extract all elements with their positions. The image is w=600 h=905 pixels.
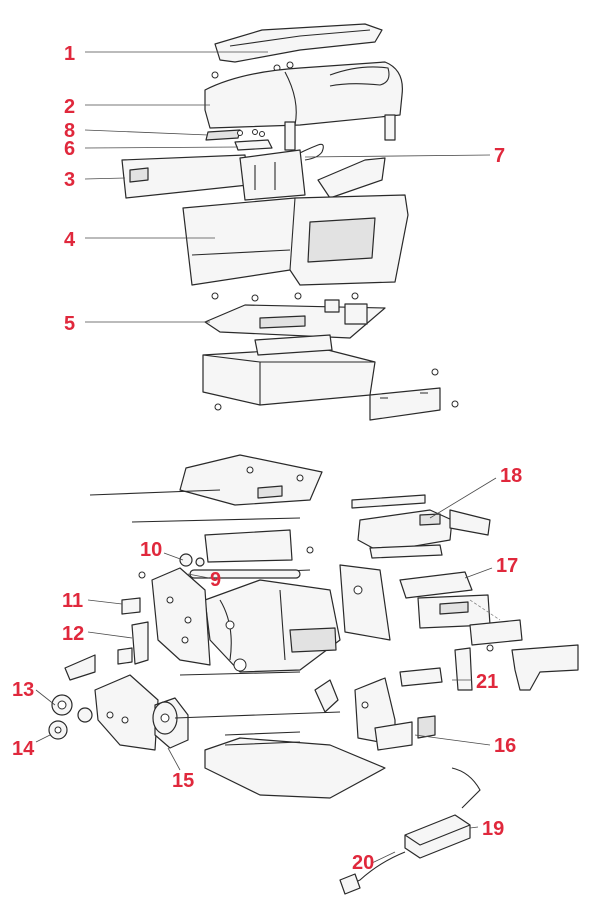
callout-1: 1 — [64, 43, 75, 65]
callout-5: 5 — [64, 313, 75, 335]
leader-lines — [35, 51, 497, 864]
callout-7: 7 — [494, 145, 505, 167]
part-right-side-frame — [306, 546, 391, 641]
callout-12: 12 — [62, 623, 84, 645]
part-main-board — [204, 292, 386, 339]
callout-21: 21 — [476, 671, 498, 693]
part-base-tray — [204, 731, 386, 799]
callout-10: 10 — [140, 539, 162, 561]
part-shaft-bottom — [179, 671, 301, 676]
callout-labels: 1 2 8 6 7 3 4 5 18 10 9 17 11 12 21 13 1… — [12, 43, 522, 874]
part-power-box — [202, 334, 459, 421]
callout-6: 6 — [64, 138, 75, 160]
part-motor — [152, 697, 189, 749]
part-upper-case — [204, 61, 403, 151]
part-power-adapter — [339, 767, 481, 895]
callout-13: 13 — [12, 679, 34, 701]
callout-9: 9 — [210, 569, 221, 591]
callout-18: 18 — [500, 465, 522, 487]
part-left-side-frame — [117, 567, 211, 666]
part-gear-side-plate — [48, 654, 159, 751]
callout-16: 16 — [494, 735, 516, 757]
callout-3: 3 — [64, 169, 75, 191]
callout-4: 4 — [64, 229, 76, 251]
part-shaft-lower — [174, 711, 341, 719]
part-center-lever — [314, 679, 339, 713]
part-top-lid — [211, 23, 383, 79]
part-shaft-upper — [131, 517, 301, 523]
part-front-panel — [121, 154, 249, 199]
part-label-sticker — [205, 129, 241, 141]
part-cutter-unit — [351, 494, 491, 559]
part-lower-case — [182, 194, 409, 286]
callout-8: 8 — [64, 120, 75, 142]
part-inner-mechanism — [239, 149, 386, 201]
callout-14: 14 — [12, 738, 35, 760]
part-cutter-base — [399, 571, 579, 691]
part-switch-bracket — [354, 677, 436, 751]
callout-11: 11 — [62, 590, 83, 612]
part-small-bracket — [234, 129, 273, 151]
callout-20: 20 — [352, 852, 374, 874]
callout-2: 2 — [64, 96, 75, 118]
part-top-frame-plate — [89, 454, 323, 506]
callout-19: 19 — [482, 818, 504, 840]
part-print-mechanism — [204, 529, 341, 673]
callout-15: 15 — [172, 770, 194, 792]
part-lever-assembly — [399, 644, 494, 691]
callout-17: 17 — [496, 555, 518, 577]
